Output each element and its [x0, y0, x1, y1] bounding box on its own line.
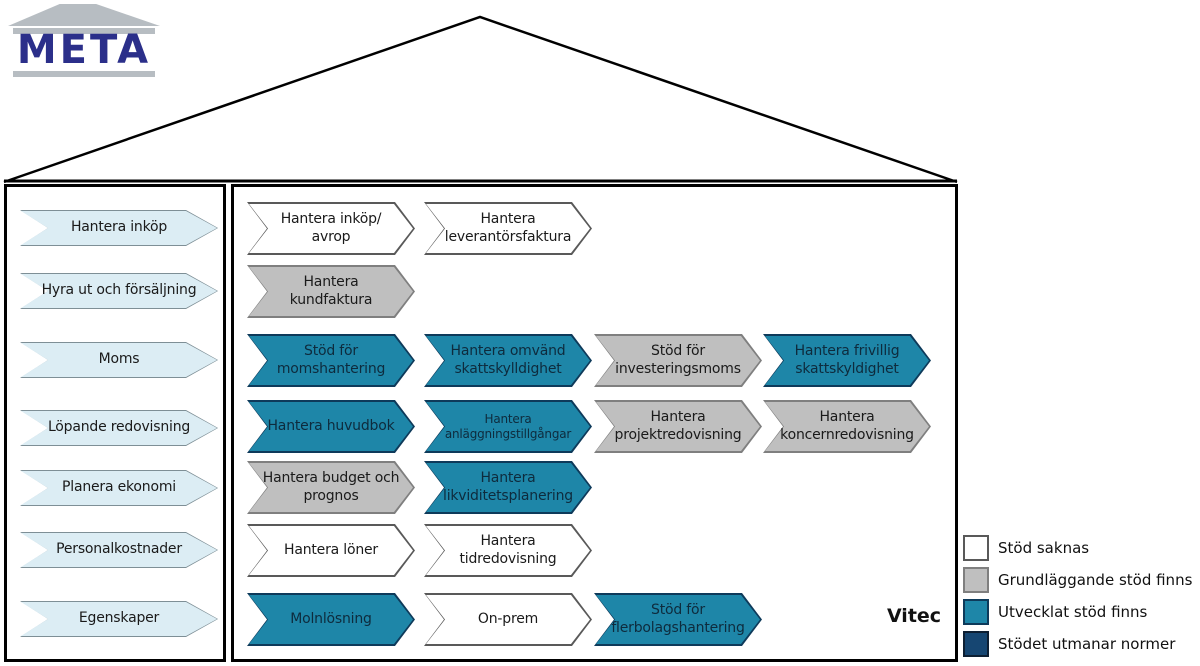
- capability-box-hantera-projektredovisning: Hantera projektredovisning: [594, 400, 762, 453]
- sidebar-item-moms: Moms: [20, 342, 218, 378]
- legend-item-stodet-utmanar-normer: Stödet utmanar normer: [963, 631, 1175, 657]
- logo-top-bar: [13, 28, 155, 34]
- legend-swatch-teal: [963, 599, 989, 625]
- sidebar-item-label: Löpande redovisning: [47, 419, 191, 436]
- sidebar-item-hantera-inkop: Hantera inköp: [20, 210, 218, 246]
- capability-box-hantera-inkop-avrop: Hantera inköp/ avrop: [247, 202, 415, 255]
- sidebar-item-label: Planera ekonomi: [62, 479, 176, 496]
- sidebar-item-label: Egenskaper: [78, 610, 160, 627]
- capability-box-on-prem: On-prem: [424, 593, 592, 646]
- capability-box-hantera-kundfaktura: Hantera kundfaktura: [247, 265, 415, 318]
- legend-swatch-white: [963, 535, 989, 561]
- capability-box-hantera-huvudbok: Hantera huvudbok: [247, 400, 415, 453]
- legend-swatch-navy: [963, 631, 989, 657]
- sidebar-item-planera-ekonomi: Planera ekonomi: [20, 470, 218, 506]
- capability-box-hantera-tidredovisning: Hantera tidredovisning: [424, 524, 592, 577]
- capability-box-stod-for-flerbolagshantering: Stöd för flerbolagshantering: [594, 593, 762, 646]
- capability-box-hantera-anlaggningstillgangar: Hantera anläggningstillgångar: [424, 400, 592, 453]
- sidebar-item-label: Hantera inköp: [70, 219, 168, 236]
- logo-text: META: [16, 27, 152, 73]
- capability-box-hantera-leverantorsfaktura: Hantera leverantörsfaktura: [424, 202, 592, 255]
- capability-box-stod-for-momshantering: Stöd för momshantering: [247, 334, 415, 387]
- capability-box-stod-for-investeringsmoms: Stöd för investeringsmoms: [594, 334, 762, 387]
- vitec-brand-label: Vitec: [886, 605, 942, 627]
- legend-item-grundlaggande-stod: Grundläggande stöd finns: [963, 567, 1192, 593]
- legend-item-stod-saknas: Stöd saknas: [963, 535, 1089, 561]
- sidebar-item-personalkostnader: Personalkostnader: [20, 532, 218, 568]
- sidebar-item-label: Hyra ut och försäljning: [41, 282, 197, 299]
- sidebar-item-label: Personalkostnader: [56, 541, 182, 558]
- meta-logo: META: [8, 4, 160, 80]
- capability-box-molnlosning: Molnlösning: [247, 593, 415, 646]
- logo-bottom-bar: [13, 71, 155, 77]
- capability-box-hantera-frivillig-skattskyldighet: Hantera frivillig skattskyldighet: [763, 334, 931, 387]
- legend-swatch-gray: [963, 567, 989, 593]
- capability-box-hantera-omvand-skattskylldighet: Hantera omvänd skattskylldighet: [424, 334, 592, 387]
- capability-box-hantera-loner: Hantera löner: [247, 524, 415, 577]
- sidebar-item-label: Moms: [98, 351, 140, 368]
- house-roof-outline: [3, 15, 958, 184]
- sidebar-frame: Hantera inköp Hyra ut och försäljning Mo…: [4, 184, 226, 662]
- capability-box-hantera-koncernredovisning: Hantera koncernredovisning: [763, 400, 931, 453]
- capability-frame: Hantera inköp/ avrop Hantera leverantörs…: [231, 184, 958, 662]
- sidebar-item-hyra-ut: Hyra ut och försäljning: [20, 273, 218, 309]
- sidebar-item-egenskaper: Egenskaper: [20, 601, 218, 637]
- capability-box-hantera-budget-och-prognos: Hantera budget och prognos: [247, 461, 415, 514]
- capability-box-hantera-likviditetsplanering: Hantera likviditetsplanering: [424, 461, 592, 514]
- legend-item-utvecklat-stod: Utvecklat stöd finns: [963, 599, 1147, 625]
- sidebar-item-lopande-redovisning: Löpande redovisning: [20, 410, 218, 446]
